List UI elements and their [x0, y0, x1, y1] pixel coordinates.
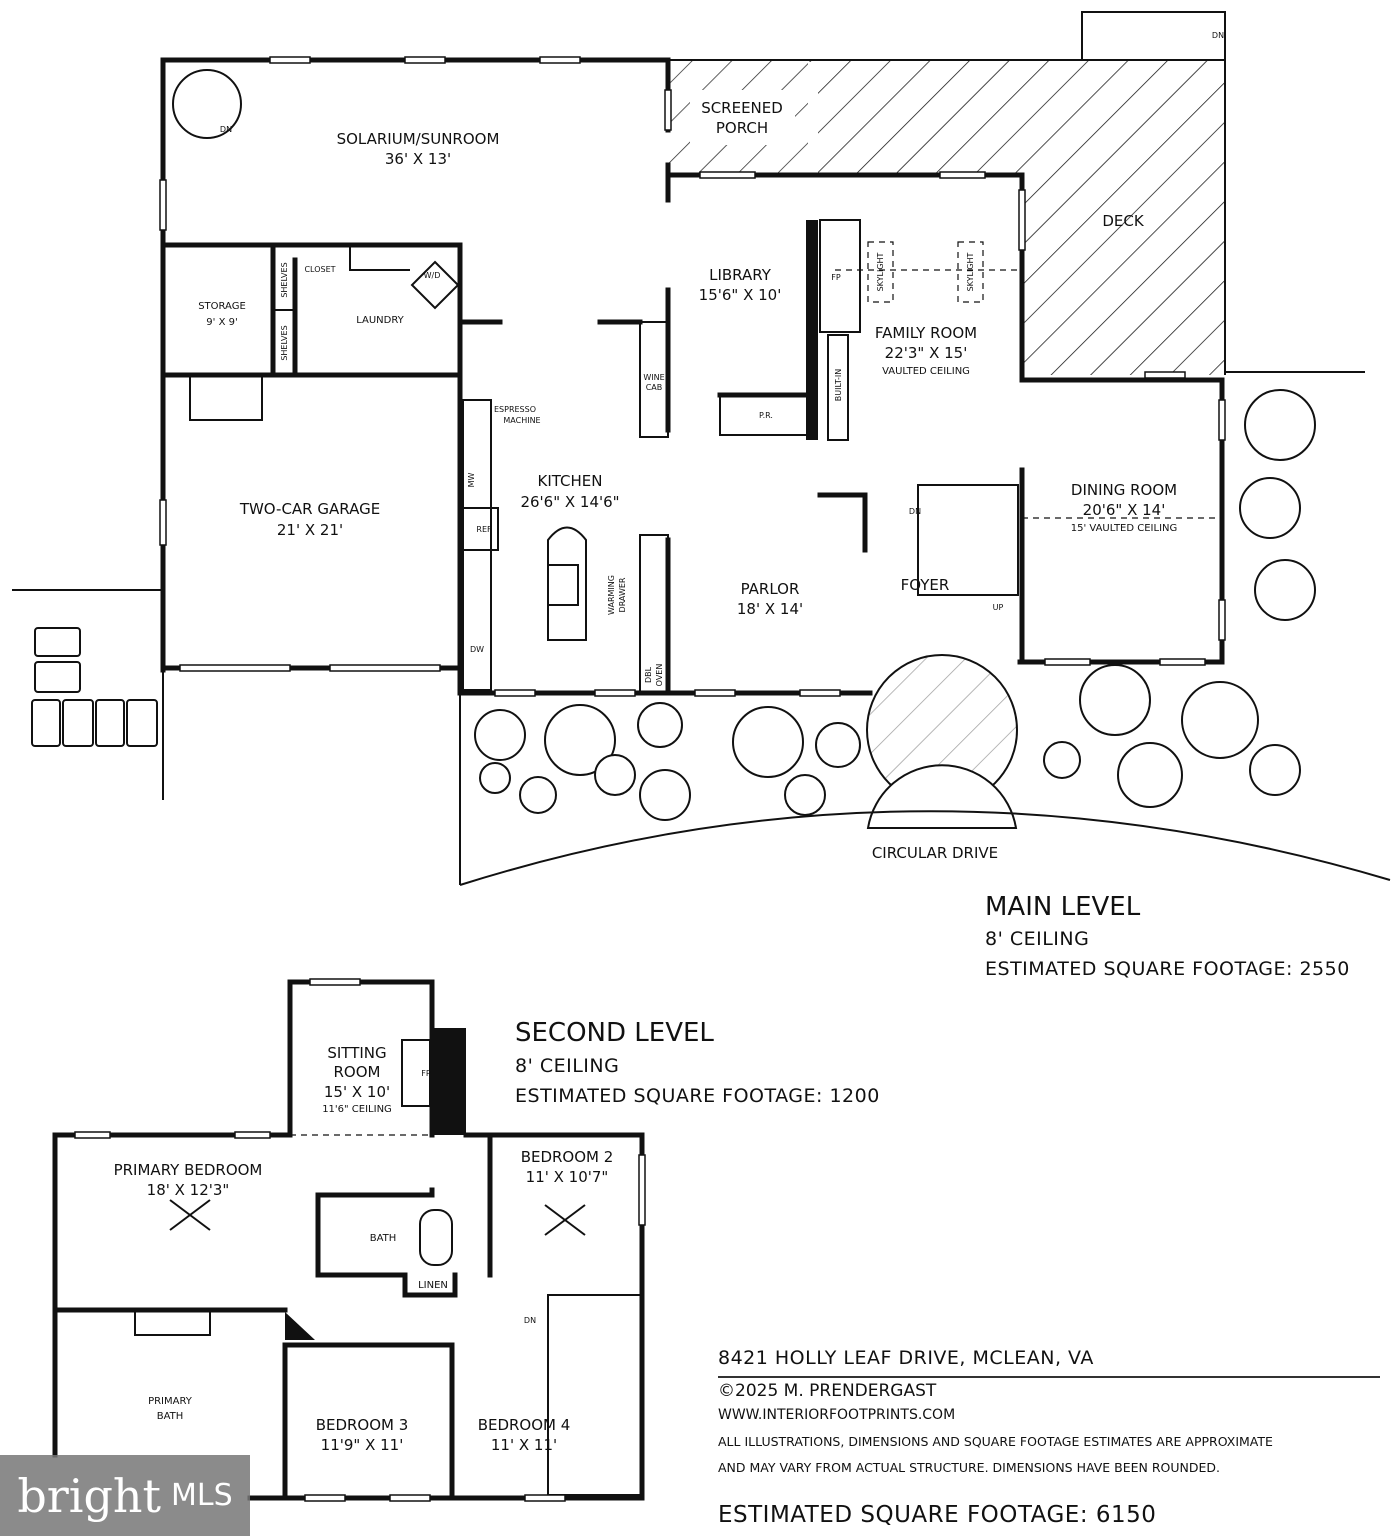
room-solarium: SOLARIUM/SUNROOM — [337, 130, 500, 148]
room-linen: LINEN — [418, 1280, 448, 1291]
room-dining-note: 15' VAULTED CEILING — [1071, 523, 1178, 534]
room-storage: STORAGE — [198, 301, 246, 312]
room-screened-porch-2: PORCH — [716, 119, 768, 137]
room-dining: DINING ROOM — [1071, 481, 1177, 499]
espresso-label: ESPRESSO — [494, 405, 536, 414]
room-bedroom-4-dims: 11' X 11' — [491, 1436, 557, 1454]
room-storage-dims: 9' X 9' — [206, 317, 237, 328]
stair-up-label: UP — [993, 603, 1004, 612]
warming-label: WARMING — [607, 575, 616, 615]
wd-label: W/D — [424, 271, 441, 280]
landscape-trees — [474, 389, 1316, 821]
second-dn-label: DN — [524, 1316, 536, 1325]
room-dining-dims: 20'6" X 14' — [1083, 501, 1166, 519]
room-parlor: PARLOR — [741, 580, 800, 598]
dw-label: DW — [470, 645, 484, 654]
second-level-ceiling: 8' CEILING — [515, 1055, 620, 1077]
oven-label: OVEN — [655, 664, 664, 687]
watermark-brand: bright — [17, 1468, 162, 1523]
spiral-dn-label: DN — [220, 125, 232, 134]
skylight-label-2: SKYLIGHT — [966, 252, 975, 291]
address-divider — [718, 1376, 1380, 1378]
room-laundry: LAUNDRY — [356, 315, 404, 326]
stone-walkway — [866, 654, 1018, 829]
espresso-label-2: MACHINE — [503, 416, 540, 425]
ref-label: REF — [476, 525, 492, 534]
dbl-label: DBL — [644, 666, 653, 683]
room-primary-bedroom-dims: 18' X 12'3" — [147, 1181, 230, 1199]
warming-label-2: DRAWER — [618, 577, 627, 612]
copyright: ©2025 M. PRENDERGAST — [718, 1381, 937, 1401]
room-sitting-note: 11'6" CEILING — [322, 1104, 392, 1115]
stair-dn-label: DN — [909, 507, 921, 516]
sitting-fp-label: FP — [421, 1069, 431, 1078]
room-solarium-dims: 36' X 13' — [385, 150, 451, 168]
room-bedroom-2-dims: 11' X 10'7" — [526, 1168, 609, 1186]
room-kitchen: KITCHEN — [538, 472, 603, 490]
room-sitting-dims: 15' X 10' — [324, 1083, 390, 1101]
room-kitchen-dims: 26'6" X 14'6" — [520, 493, 619, 511]
second-level-plan: SITTING ROOM 15' X 10' 11'6" CEILING FP … — [52, 978, 646, 1502]
room-garage-dims: 21' X 21' — [277, 521, 343, 539]
room-deck: DECK — [1102, 212, 1145, 230]
builtin-label: BUILT-IN — [834, 369, 843, 401]
cab-label: CAB — [646, 383, 663, 392]
room-bedroom-4: BEDROOM 4 — [478, 1416, 571, 1434]
mw-label: MW — [467, 473, 476, 488]
room-screened-porch: SCREENED — [701, 99, 783, 117]
disclaimer-1: ALL ILLUSTRATIONS, DIMENSIONS AND SQUARE… — [718, 1434, 1273, 1449]
shelves-label-2: SHELVES — [280, 325, 289, 360]
room-sitting: SITTING — [327, 1044, 386, 1062]
room-library: LIBRARY — [709, 266, 772, 284]
circular-drive — [459, 810, 1391, 886]
room-primary-bath-2: BATH — [157, 1411, 184, 1422]
room-bedroom-3-dims: 11'9" X 11' — [321, 1436, 404, 1454]
windows — [159, 56, 1226, 697]
main-level-title: MAIN LEVEL — [985, 892, 1141, 922]
wine-label: WINE — [643, 373, 664, 382]
stepping-stones — [31, 627, 158, 747]
room-parlor-dims: 18' X 14' — [737, 600, 803, 618]
room-bedroom-3: BEDROOM 3 — [316, 1416, 409, 1434]
room-bath: BATH — [370, 1233, 397, 1244]
room-library-dims: 15'6" X 10' — [699, 286, 782, 304]
deck-dn-label: DN — [1212, 31, 1224, 40]
deck-stairs — [1081, 11, 1226, 61]
second-windows — [74, 978, 646, 1502]
room-bedroom-2: BEDROOM 2 — [521, 1148, 614, 1166]
room-primary-bedroom: PRIMARY BEDROOM — [114, 1161, 263, 1179]
watermark-suffix: MLS — [171, 1478, 233, 1513]
ceiling-fan-icon — [169, 1199, 586, 1236]
bright-mls-watermark: bright MLS — [0, 1455, 250, 1536]
room-family: FAMILY ROOM — [875, 324, 977, 342]
closet-label: CLOSET — [304, 265, 335, 274]
website: WWW.INTERIORFOOTPRINTS.COM — [718, 1407, 956, 1423]
fireplace-label: FP — [831, 273, 841, 282]
main-level-sqft: ESTIMATED SQUARE FOOTAGE: 2550 — [985, 958, 1350, 980]
second-level-title: SECOND LEVEL — [515, 1018, 714, 1048]
drive-label: CIRCULAR DRIVE — [872, 844, 998, 862]
main-level-plan: SOLARIUM/SUNROOM 36' X 13' SCREENED PORC… — [12, 11, 1391, 886]
deck-outline — [668, 59, 1226, 375]
room-garage: TWO-CAR GARAGE — [239, 500, 380, 518]
room-family-note: VAULTED CEILING — [882, 366, 970, 377]
skylight-label-1: SKYLIGHT — [876, 252, 885, 291]
room-family-dims: 22'3" X 15' — [885, 344, 968, 362]
room-primary-bath: PRIMARY — [148, 1396, 193, 1407]
room-foyer: FOYER — [901, 576, 950, 594]
total-sqft: ESTIMATED SQUARE FOOTAGE: 6150 — [718, 1502, 1157, 1528]
second-level-sqft: ESTIMATED SQUARE FOOTAGE: 1200 — [515, 1085, 880, 1107]
main-level-ceiling: 8' CEILING — [985, 928, 1090, 950]
disclaimer-2: AND MAY VARY FROM ACTUAL STRUCTURE. DIME… — [718, 1460, 1221, 1475]
powder-room-label: P.R. — [759, 411, 773, 420]
shelves-label-1: SHELVES — [280, 262, 289, 297]
address: 8421 HOLLY LEAF DRIVE, MCLEAN, VA — [718, 1347, 1094, 1369]
room-sitting-2: ROOM — [334, 1063, 381, 1081]
